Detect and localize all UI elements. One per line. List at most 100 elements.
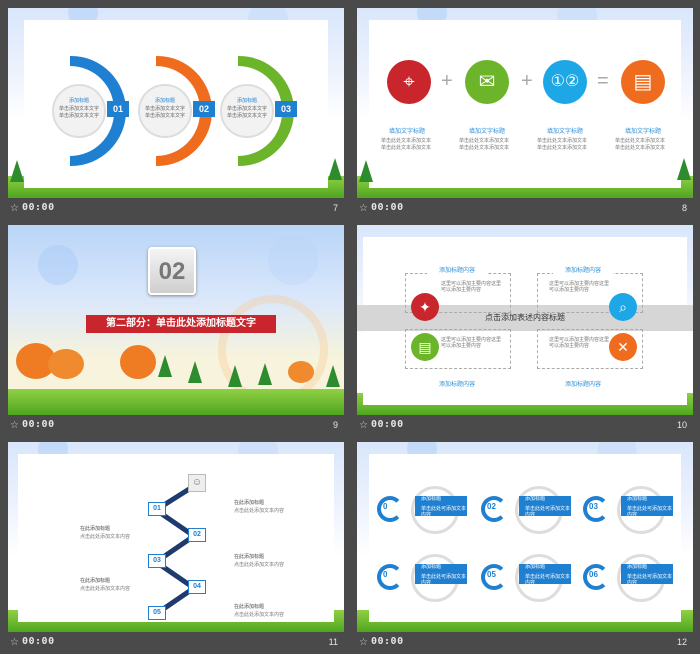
step-text: 单击此处可添加文本内容: [525, 574, 571, 586]
plus-sign: +: [441, 70, 453, 92]
block-text: 这里可以添加主要内容这里可以添加主要内容: [549, 337, 610, 349]
slide-number: 8: [681, 203, 687, 213]
block-text: 这里可以添加主要内容这里可以添加主要内容: [441, 337, 502, 349]
slide-thumbnail-10[interactable]: 点击添加表述内容标题 添加标题内容 添加标题内容 添加标题内容 添加标题内容 这…: [357, 225, 693, 437]
slide-thumbnail-8[interactable]: ⌖ + ✉ + ①② = ▤ 填加文字标题 填加文字标题 填加文字标题 填加文字…: [357, 8, 693, 220]
block-title: 添加标题内容: [553, 379, 613, 388]
column-title: 填加文字标题: [388, 129, 425, 135]
step-badge: 05: [148, 606, 166, 620]
step-text: 单击此处可添加文本内容: [627, 506, 673, 518]
slide-timing: 00:00: [22, 636, 55, 647]
step-number: 03: [589, 502, 598, 511]
slide-footer: ☆ 00:00 7: [8, 198, 344, 220]
step-number: 02: [487, 502, 496, 511]
slide-canvas: 02 第二部分：单击此处添加标题文字: [8, 225, 344, 415]
process-item: 0 添加标题 单击此处可添加文本内容: [377, 486, 477, 536]
slide-timing: 00:00: [371, 636, 404, 647]
tree-decoration: [359, 160, 373, 182]
step-title: 添加标题: [421, 496, 442, 502]
orange-tree: [48, 349, 84, 379]
slide-number: 7: [332, 203, 338, 213]
slide-number: 10: [676, 420, 687, 430]
column-text: 单击此处文本添加文本: [459, 138, 510, 144]
step-label: 在此添加标题: [234, 604, 265, 610]
slide-timing: 00:00: [371, 419, 404, 430]
scroll-icon: ▤: [621, 60, 665, 104]
slide-timing: 00:00: [371, 202, 404, 213]
search-chart-icon: ⌕: [609, 293, 637, 321]
item-text: 单击添加文本文字: [144, 106, 185, 112]
ring-item-03: 03 添加标题 单击添加文本文字 单击添加文本文字: [220, 56, 300, 166]
step-badge: 04: [188, 580, 206, 594]
tree-decoration: [10, 160, 24, 182]
plus-sign: +: [521, 70, 533, 92]
orange-tree: [288, 361, 314, 383]
orange-tree: [120, 345, 156, 379]
item-title: 添加标题: [68, 98, 89, 104]
step-text: 单击此处可添加文本内容: [525, 506, 571, 518]
clipboard-icon: ▤: [411, 333, 439, 361]
slide-thumbnail-7[interactable]: 01 添加标题 单击添加文本文字 单击添加文本文字 02 添加标题 单击添加文本…: [8, 8, 344, 220]
step-number: 0: [383, 502, 388, 511]
item-number: 02: [193, 101, 215, 117]
slide-canvas: 0 添加标题 单击此处可添加文本内容 02 添加标题 单击此处可添加文本内容 0…: [357, 442, 693, 632]
column-text: 单击此处文本添加文本: [537, 138, 588, 144]
process-item: 05 添加标题 单击此处可添加文本内容: [481, 554, 581, 604]
slide-footer: ☆ 00:00 10: [357, 415, 693, 437]
section-banner[interactable]: 第二部分：单击此处添加标题文字: [86, 315, 276, 333]
column-title: 填加文字标题: [546, 129, 583, 135]
column-text: 单击此处文本添加文本: [459, 145, 510, 151]
slide-thumbnail-11[interactable]: ☺ 01 02 03 04 05 在此添加标题 点击此处添加文本内容 在此添加标…: [8, 442, 344, 654]
block-text: 这里可以添加主要内容这里可以添加主要内容: [441, 281, 502, 293]
star-icon[interactable]: ☆: [10, 637, 19, 648]
block-title: 添加标题内容: [427, 379, 487, 388]
process-item: 03 添加标题 单击此处可添加文本内容: [583, 486, 683, 536]
step-number: 05: [487, 570, 496, 579]
step-label: 在此添加标题: [234, 500, 265, 506]
tree-decoration: [228, 365, 242, 387]
process-item: 0 添加标题 单击此处可添加文本内容: [377, 554, 477, 604]
star-icon[interactable]: ☆: [359, 637, 368, 648]
step-title: 添加标题: [525, 496, 546, 502]
step-title: 添加标题: [525, 564, 546, 570]
item-text: 单击添加文本文字: [226, 113, 267, 119]
slide-timing: 00:00: [22, 202, 55, 213]
step-title: 添加标题: [627, 564, 648, 570]
step-text: 单击此处可添加文本内容: [627, 574, 673, 586]
slide-footer: ☆ 00:00 11: [8, 632, 344, 654]
column-text: 单击此处文本添加文本: [537, 145, 588, 151]
column-title: 填加文字标题: [624, 129, 661, 135]
dashed-box: [537, 329, 643, 369]
slide-number: 11: [328, 637, 338, 647]
star-icon[interactable]: ☆: [10, 420, 19, 431]
location-icon: ⌖: [387, 60, 431, 104]
step-text: 点击此处添加文本内容: [80, 586, 131, 592]
slide-number: 12: [676, 637, 687, 647]
star-icon[interactable]: ☆: [359, 420, 368, 431]
step-text: 点击此处添加文本内容: [234, 508, 285, 514]
tree-decoration: [258, 363, 272, 385]
tools-icon: ✕: [609, 333, 637, 361]
slide-canvas: 01 添加标题 单击添加文本文字 单击添加文本文字 02 添加标题 单击添加文本…: [8, 8, 344, 198]
section-badge: 02: [148, 247, 196, 295]
slide-canvas: ⌖ + ✉ + ①② = ▤ 填加文字标题 填加文字标题 填加文字标题 填加文字…: [357, 8, 693, 198]
slide-thumbnail-12[interactable]: 0 添加标题 单击此处可添加文本内容 02 添加标题 单击此处可添加文本内容 0…: [357, 442, 693, 654]
slide-timing: 00:00: [22, 419, 55, 430]
star-icon[interactable]: ☆: [10, 203, 19, 214]
slide-thumbnail-9[interactable]: 02 第二部分：单击此处添加标题文字 ☆ 00:00 9: [8, 225, 344, 437]
block-title: 添加标题内容: [427, 265, 487, 274]
slide-canvas: 点击添加表述内容标题 添加标题内容 添加标题内容 添加标题内容 添加标题内容 这…: [357, 225, 693, 415]
steps-icon: ①②: [543, 60, 587, 104]
column-text: 单击此处文本添加文本: [381, 145, 432, 151]
item-text: 单击添加文本文字: [58, 113, 99, 119]
step-text: 单击此处可添加文本内容: [421, 574, 467, 586]
step-badge: 03: [148, 554, 166, 568]
item-title: 添加标题: [154, 98, 175, 104]
step-number: 06: [589, 570, 598, 579]
process-item: 06 添加标题 单击此处可添加文本内容: [583, 554, 683, 604]
item-text: 单击添加文本文字: [226, 106, 267, 112]
tree-decoration: [158, 355, 172, 377]
step-number: 0: [383, 570, 388, 579]
star-icon[interactable]: ☆: [359, 203, 368, 214]
step-text: 点击此处添加文本内容: [80, 534, 131, 540]
